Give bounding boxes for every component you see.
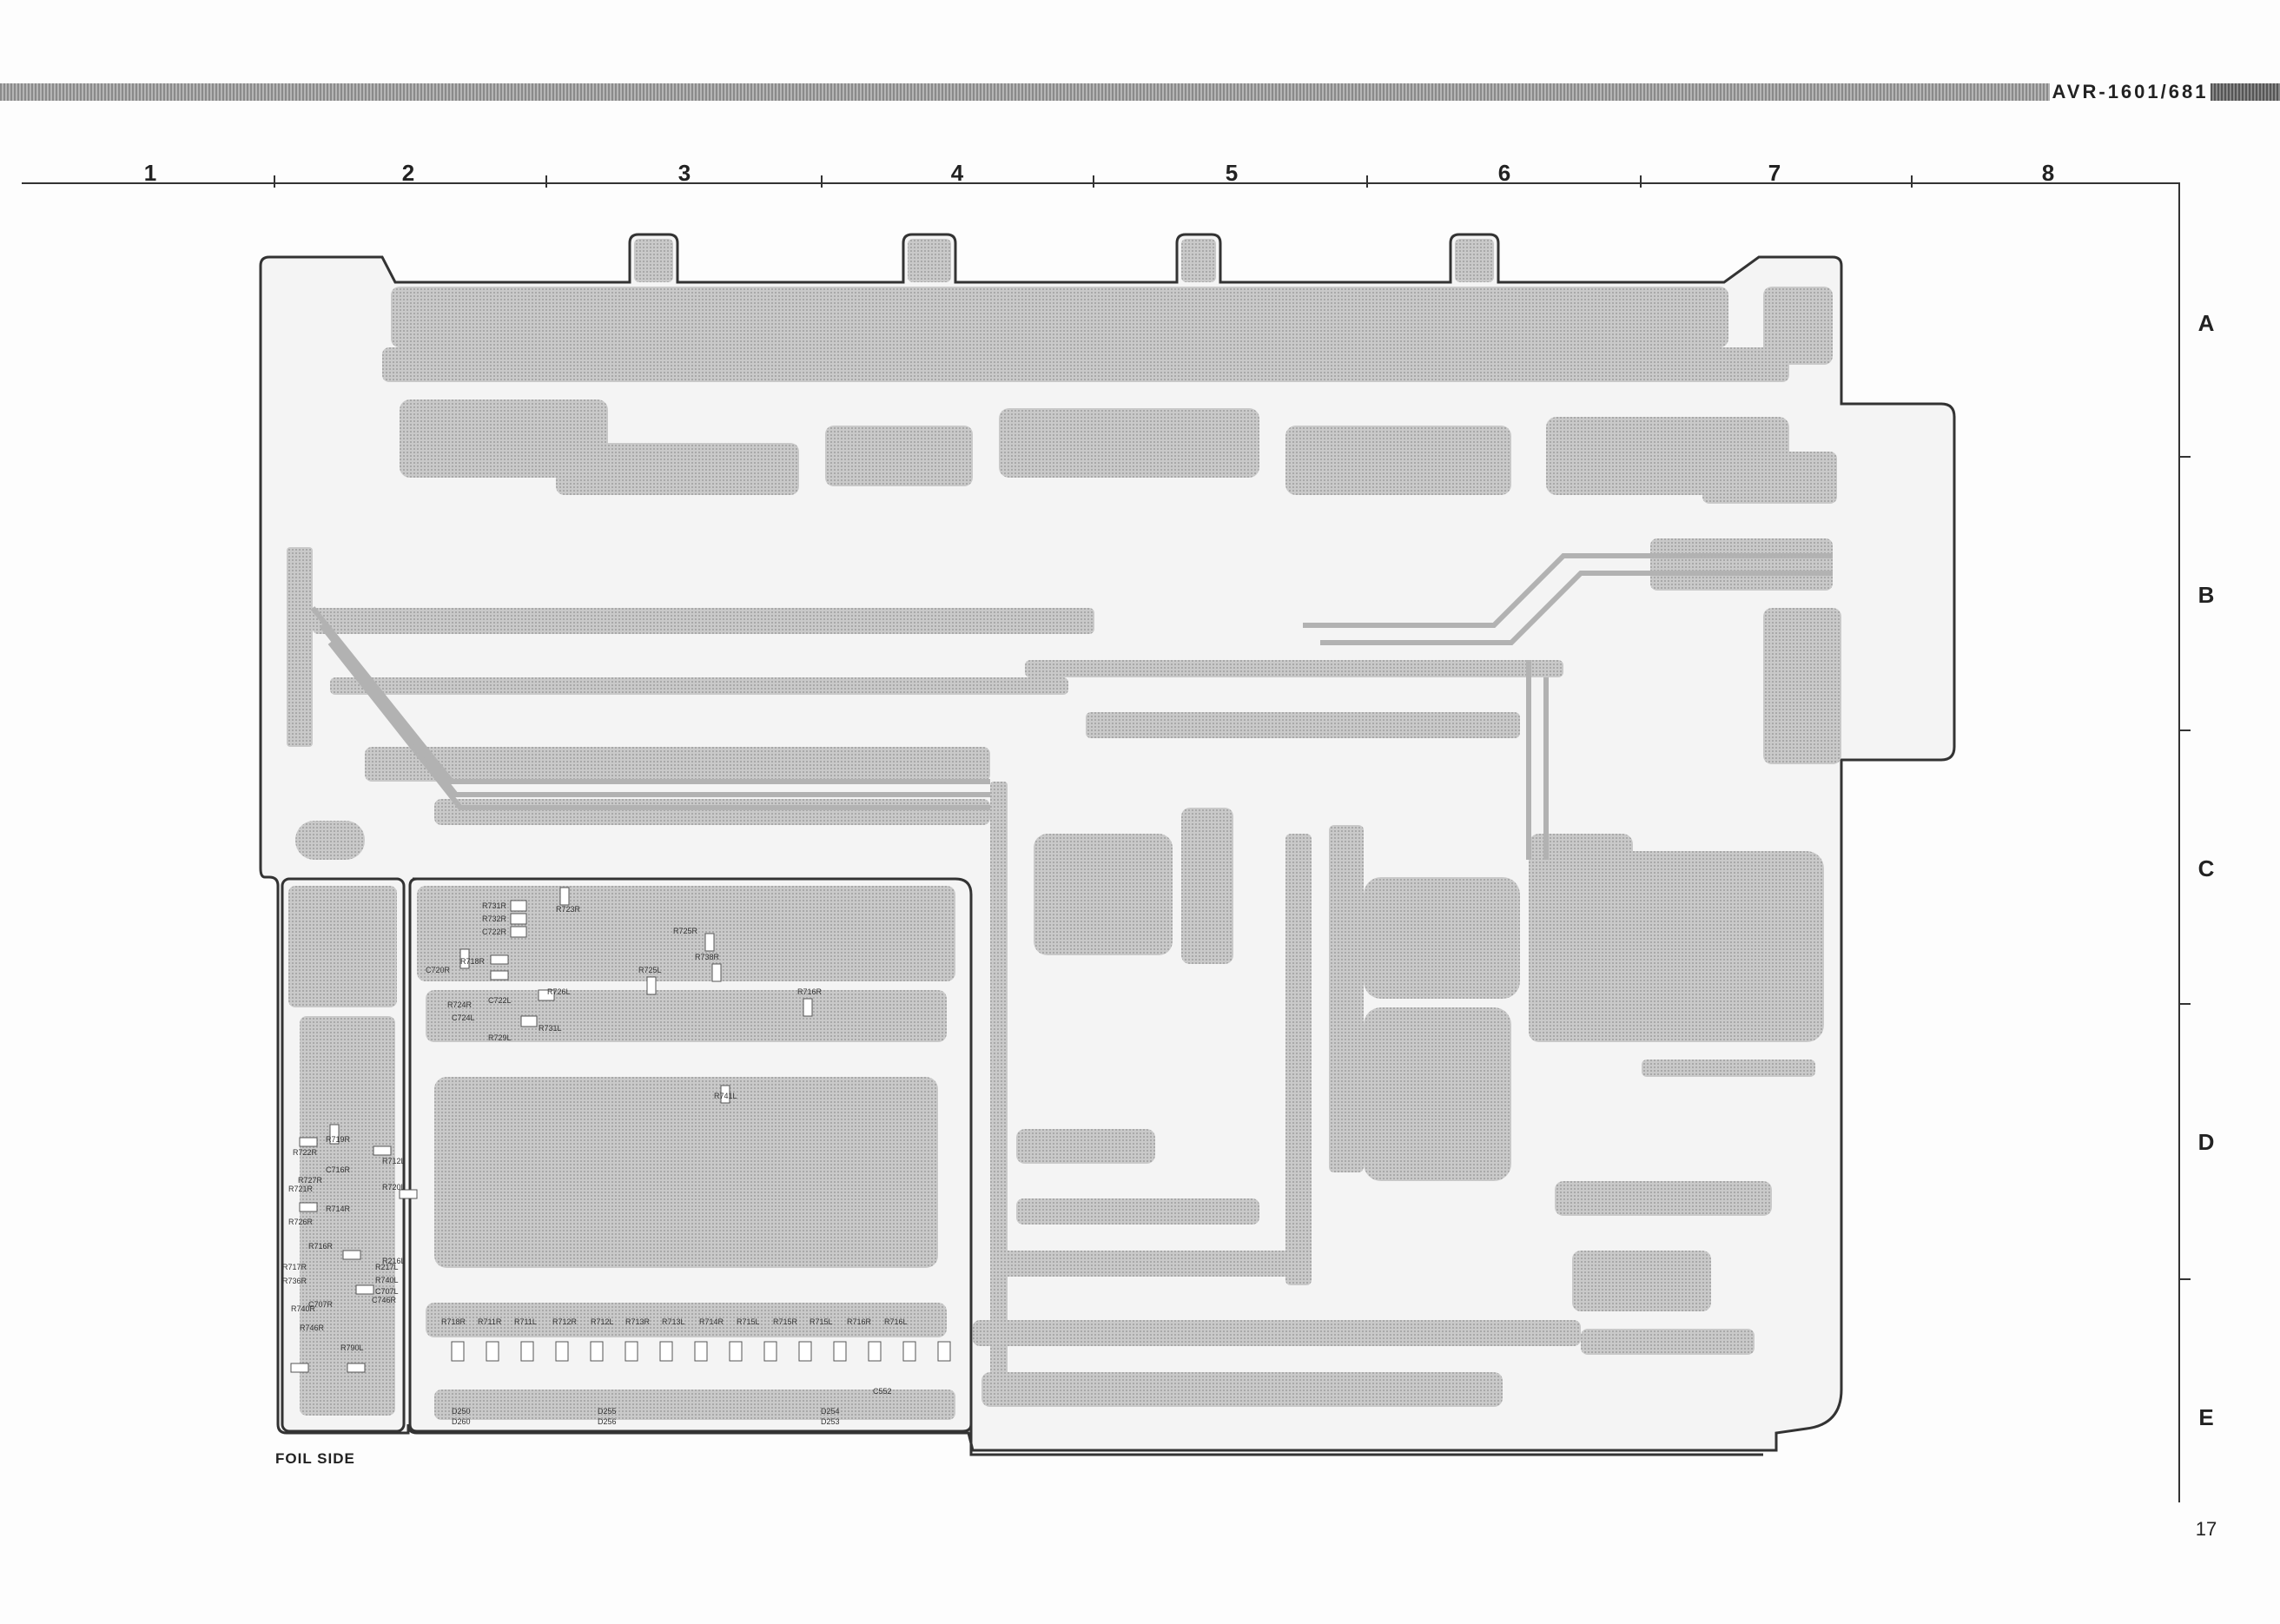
part-label: R738R xyxy=(695,953,720,961)
part-label: R726R xyxy=(288,1218,314,1226)
part-label: C724L xyxy=(452,1013,475,1022)
part-label: R716R xyxy=(847,1317,872,1326)
copper-traces xyxy=(287,239,1841,1420)
part-label: D253 xyxy=(821,1417,840,1426)
row-label-a: A xyxy=(2197,310,2215,336)
bus-lines xyxy=(310,553,1833,860)
column-label-7: 7 xyxy=(1768,160,1781,186)
part-label: R721R xyxy=(288,1185,314,1193)
part-label: R217L xyxy=(375,1263,399,1271)
row-axis xyxy=(2178,184,2180,1502)
part-label: R715L xyxy=(810,1317,833,1326)
part-label: R716R xyxy=(797,987,823,996)
part-label: R741L xyxy=(714,1092,737,1100)
part-label: C707R xyxy=(308,1300,334,1309)
part-label: R722R xyxy=(293,1148,318,1157)
part-label: C552 xyxy=(873,1387,892,1396)
row-tick xyxy=(2178,729,2191,731)
part-label: R711R xyxy=(478,1317,502,1326)
part-label: R736R xyxy=(282,1277,307,1285)
column-tick xyxy=(274,175,275,188)
part-label-group: R731R R732R C722R R718R R723R C720R R724… xyxy=(282,901,908,1426)
model-title: AVR-1601/681 xyxy=(2052,81,2209,102)
column-axis xyxy=(22,182,2180,184)
part-label: C720R xyxy=(426,966,451,974)
part-label: D256 xyxy=(598,1417,617,1426)
column-tick xyxy=(1366,175,1368,188)
part-label: R712R xyxy=(552,1317,578,1326)
part-label: C722L xyxy=(488,996,512,1005)
pad-row-lower xyxy=(451,1341,951,1362)
part-label: R715L xyxy=(737,1317,760,1326)
header-band xyxy=(0,83,2050,101)
header-band-right xyxy=(2211,83,2280,101)
part-label: C716R xyxy=(326,1165,351,1174)
part-label: R714R xyxy=(326,1205,351,1213)
part-label: R725R xyxy=(673,927,698,935)
part-label: R714R xyxy=(699,1317,724,1326)
part-label: R716L xyxy=(884,1317,908,1326)
part-label: R740L xyxy=(375,1276,399,1284)
part-label: R731R xyxy=(482,901,507,910)
part-label: R732R xyxy=(482,914,507,923)
column-tick xyxy=(1093,175,1094,188)
part-label: R723R xyxy=(556,905,581,914)
column-tick xyxy=(821,175,823,188)
row-tick xyxy=(2178,1278,2191,1280)
part-label: R731L xyxy=(539,1024,562,1033)
part-label: R715R xyxy=(773,1317,798,1326)
part-label: D254 xyxy=(821,1407,840,1416)
column-label-4: 4 xyxy=(950,160,964,186)
component-pads xyxy=(290,887,813,1373)
row-tick xyxy=(2178,456,2191,458)
column-label-5: 5 xyxy=(1225,160,1239,186)
part-label: R216L xyxy=(382,1257,406,1265)
part-label: R712L xyxy=(382,1157,406,1165)
part-label: D250 xyxy=(452,1407,471,1416)
column-label-8: 8 xyxy=(2041,160,2055,186)
row-label-c: C xyxy=(2197,855,2215,881)
part-label: R720L xyxy=(382,1183,406,1192)
column-label-1: 1 xyxy=(143,160,157,186)
part-label: R719R xyxy=(326,1135,351,1144)
part-label: R713R xyxy=(625,1317,651,1326)
column-label-3: 3 xyxy=(677,160,691,186)
part-label: R716R xyxy=(308,1242,334,1251)
column-label-6: 6 xyxy=(1497,160,1511,186)
part-label: C707L xyxy=(375,1287,399,1296)
page-number: 17 xyxy=(2195,1518,2217,1540)
part-label: R718R xyxy=(460,957,486,966)
part-label: C722R xyxy=(482,928,507,936)
row-label-b: B xyxy=(2197,582,2215,608)
board-edge-lower xyxy=(969,895,1763,1456)
part-label: R713L xyxy=(662,1317,685,1326)
part-label: R746R xyxy=(300,1324,325,1332)
row-label-e: E xyxy=(2198,1404,2214,1430)
column-tick xyxy=(1640,175,1642,188)
column-tick xyxy=(545,175,547,188)
board-caption: FOIL SIDE xyxy=(275,1450,355,1467)
sub-board-center-outline xyxy=(408,877,973,1433)
part-label: D255 xyxy=(598,1407,617,1416)
part-label: D260 xyxy=(452,1417,471,1426)
part-label: R726L xyxy=(547,987,571,996)
column-tick xyxy=(1911,175,1913,188)
part-label: R725L xyxy=(638,966,662,974)
row-label-d: D xyxy=(2197,1129,2215,1155)
part-label: R790L xyxy=(340,1343,364,1352)
part-label: R712L xyxy=(591,1317,614,1326)
column-label-2: 2 xyxy=(401,160,415,186)
part-label: C746R xyxy=(372,1296,397,1304)
part-label: R740R xyxy=(291,1304,316,1313)
row-tick xyxy=(2178,1003,2191,1005)
part-label: R727R xyxy=(298,1176,323,1185)
part-label: R718R xyxy=(441,1317,466,1326)
part-label: R729L xyxy=(488,1033,512,1042)
part-label: R717R xyxy=(282,1263,307,1271)
part-label: R711L xyxy=(514,1317,537,1326)
sub-board-left-outline xyxy=(281,877,406,1433)
part-label: R724R xyxy=(447,1000,473,1009)
